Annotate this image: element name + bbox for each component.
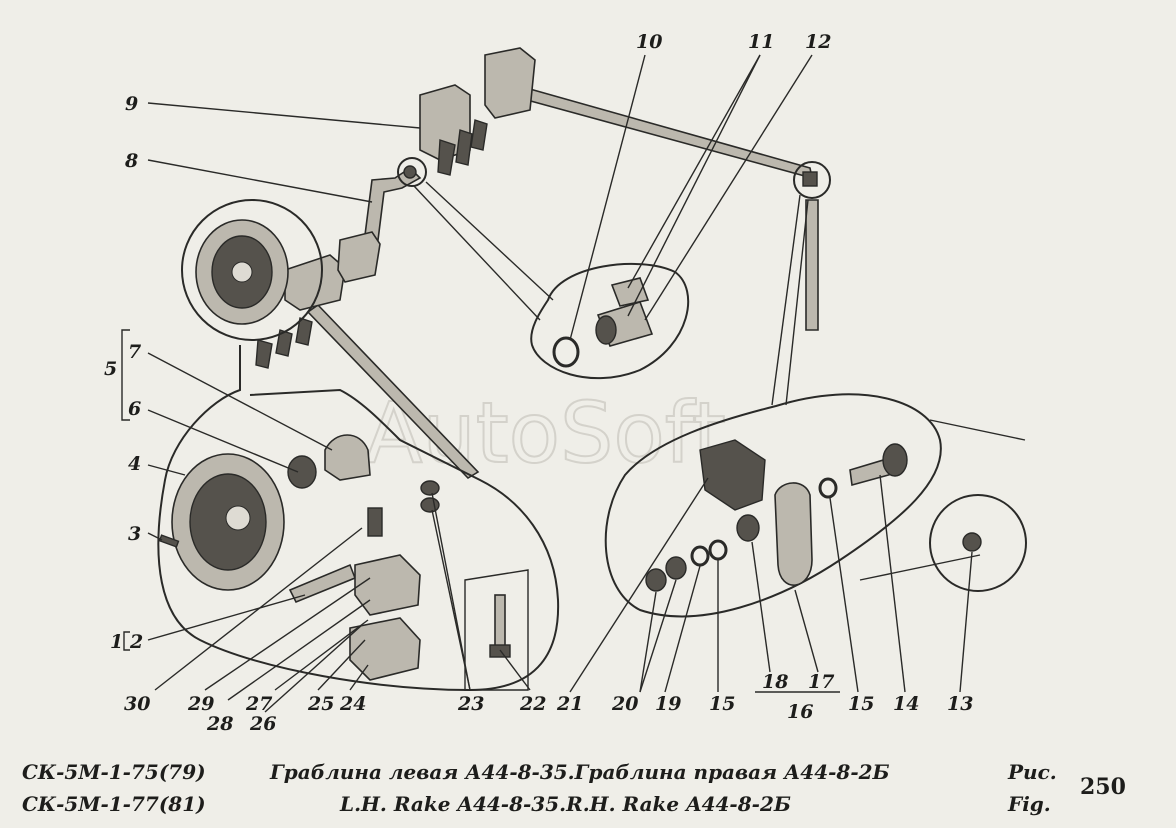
callout-9: 9 [125,93,138,115]
clamp-lower-24 [349,617,421,681]
washer-23b [420,497,440,513]
fig-label-en: Fig. [1008,792,1051,816]
nut-13 [962,532,982,552]
callout-13: 13 [947,693,973,715]
ring-10 [552,336,580,368]
lower-tines [255,317,313,369]
left-exploded-view [157,345,560,692]
callout-25: 25 [307,693,334,715]
right-frame-lines [859,419,1026,581]
upper-shaft [504,80,814,180]
callout-21: 21 [556,693,583,715]
callout-22: 22 [519,693,546,715]
detail-leader-b [413,185,541,321]
bushing-small [403,165,417,179]
bracket-21 [699,439,766,511]
detail-leader-a [425,181,554,301]
callout-14: 14 [893,693,919,715]
callout-23: 23 [457,693,484,715]
bolt-22 [494,594,506,651]
right-exploded-view [604,194,1027,618]
upper-tines [437,119,488,176]
callout-29: 29 [187,693,214,715]
watermark: AutoSoft [365,384,726,482]
grease-fitting [367,507,383,537]
lower-fork-block-2 [337,231,381,283]
pulley-4-bore [225,505,251,531]
bearing-18 [736,514,760,542]
callout-15-right: 15 [848,693,874,715]
crank-arm [364,166,422,242]
callout-18: 18 [762,671,788,693]
callout-7: 7 [128,341,141,363]
callout-17: 17 [808,671,834,693]
washer-15-right [818,477,838,499]
right-leader-a [771,194,801,406]
bushing-detail [413,181,690,380]
callout-2: 2 [129,631,143,653]
caption-title-en: L.H. Rake A44-8-35.R.H. Rake A44-8-2Б [340,792,791,816]
callout-20: 20 [611,693,638,715]
fig-label-ru: Рис. [1008,760,1057,784]
housing-7 [324,434,371,481]
bushing-detail-outline [530,262,690,380]
callout-15-left: 15 [709,693,735,715]
model-code-1: СК-5М-1-75(79) [22,760,206,784]
bushing-12-bore [595,315,617,345]
right-leader-b [785,199,809,406]
pulley-detail-circle [181,199,323,341]
washer-23a [420,480,440,496]
callout-11: 11 [748,31,774,53]
vertical-rod [805,199,819,331]
right-view-boundary [604,393,942,618]
callout-24: 24 [339,693,366,715]
lever-17 [774,482,813,586]
callout-5: 5 [104,358,117,380]
detail-circle-right [793,161,831,199]
callout-3: 3 [128,523,141,545]
clamp-small [802,171,818,187]
callout-28: 28 [206,713,233,735]
callout-labels: 9 8 10 11 12 7 5 6 4 3 1 2 30 29 28 27 2… [104,31,973,735]
callout-26: 26 [249,713,276,735]
figure-number: 250 [1080,774,1126,800]
bearing-6 [287,455,317,489]
callout-6: 6 [128,398,141,420]
pulley-top-bore [231,261,253,283]
callout-19: 19 [655,693,681,715]
callout-16: 16 [787,701,813,723]
left-view-boundary [157,345,560,692]
nut-20b [645,568,667,592]
nut-19 [690,545,710,567]
nut-detail-circle [929,494,1027,592]
nut-20a [665,556,687,580]
model-code-2: СК-5М-1-77(81) [22,792,206,816]
callout-30: 30 [124,693,150,715]
bolt-14-head [882,443,908,477]
lower-fork-block [284,254,346,311]
caption-title-ru: Граблина левая А44-8-35.Граблина правая … [270,760,890,784]
pin-3 [158,534,180,548]
lower-shaft [306,303,480,480]
callout-1: 1 [110,631,123,653]
bushing-11 [610,277,650,307]
upper-fork-block-2 [484,47,536,119]
leader-lines [121,54,973,713]
detail-circle-left [397,157,427,187]
callout-10: 10 [636,31,662,53]
rake-assembly [255,47,831,480]
callout-12: 12 [805,31,831,53]
bolt-22-frame [464,569,529,691]
callout-27: 27 [245,693,272,715]
washer-15-left [708,539,728,561]
pulley-detail [181,199,323,341]
clamp-upper [354,554,421,616]
callout-4: 4 [128,453,141,475]
callout-8: 8 [124,150,138,172]
